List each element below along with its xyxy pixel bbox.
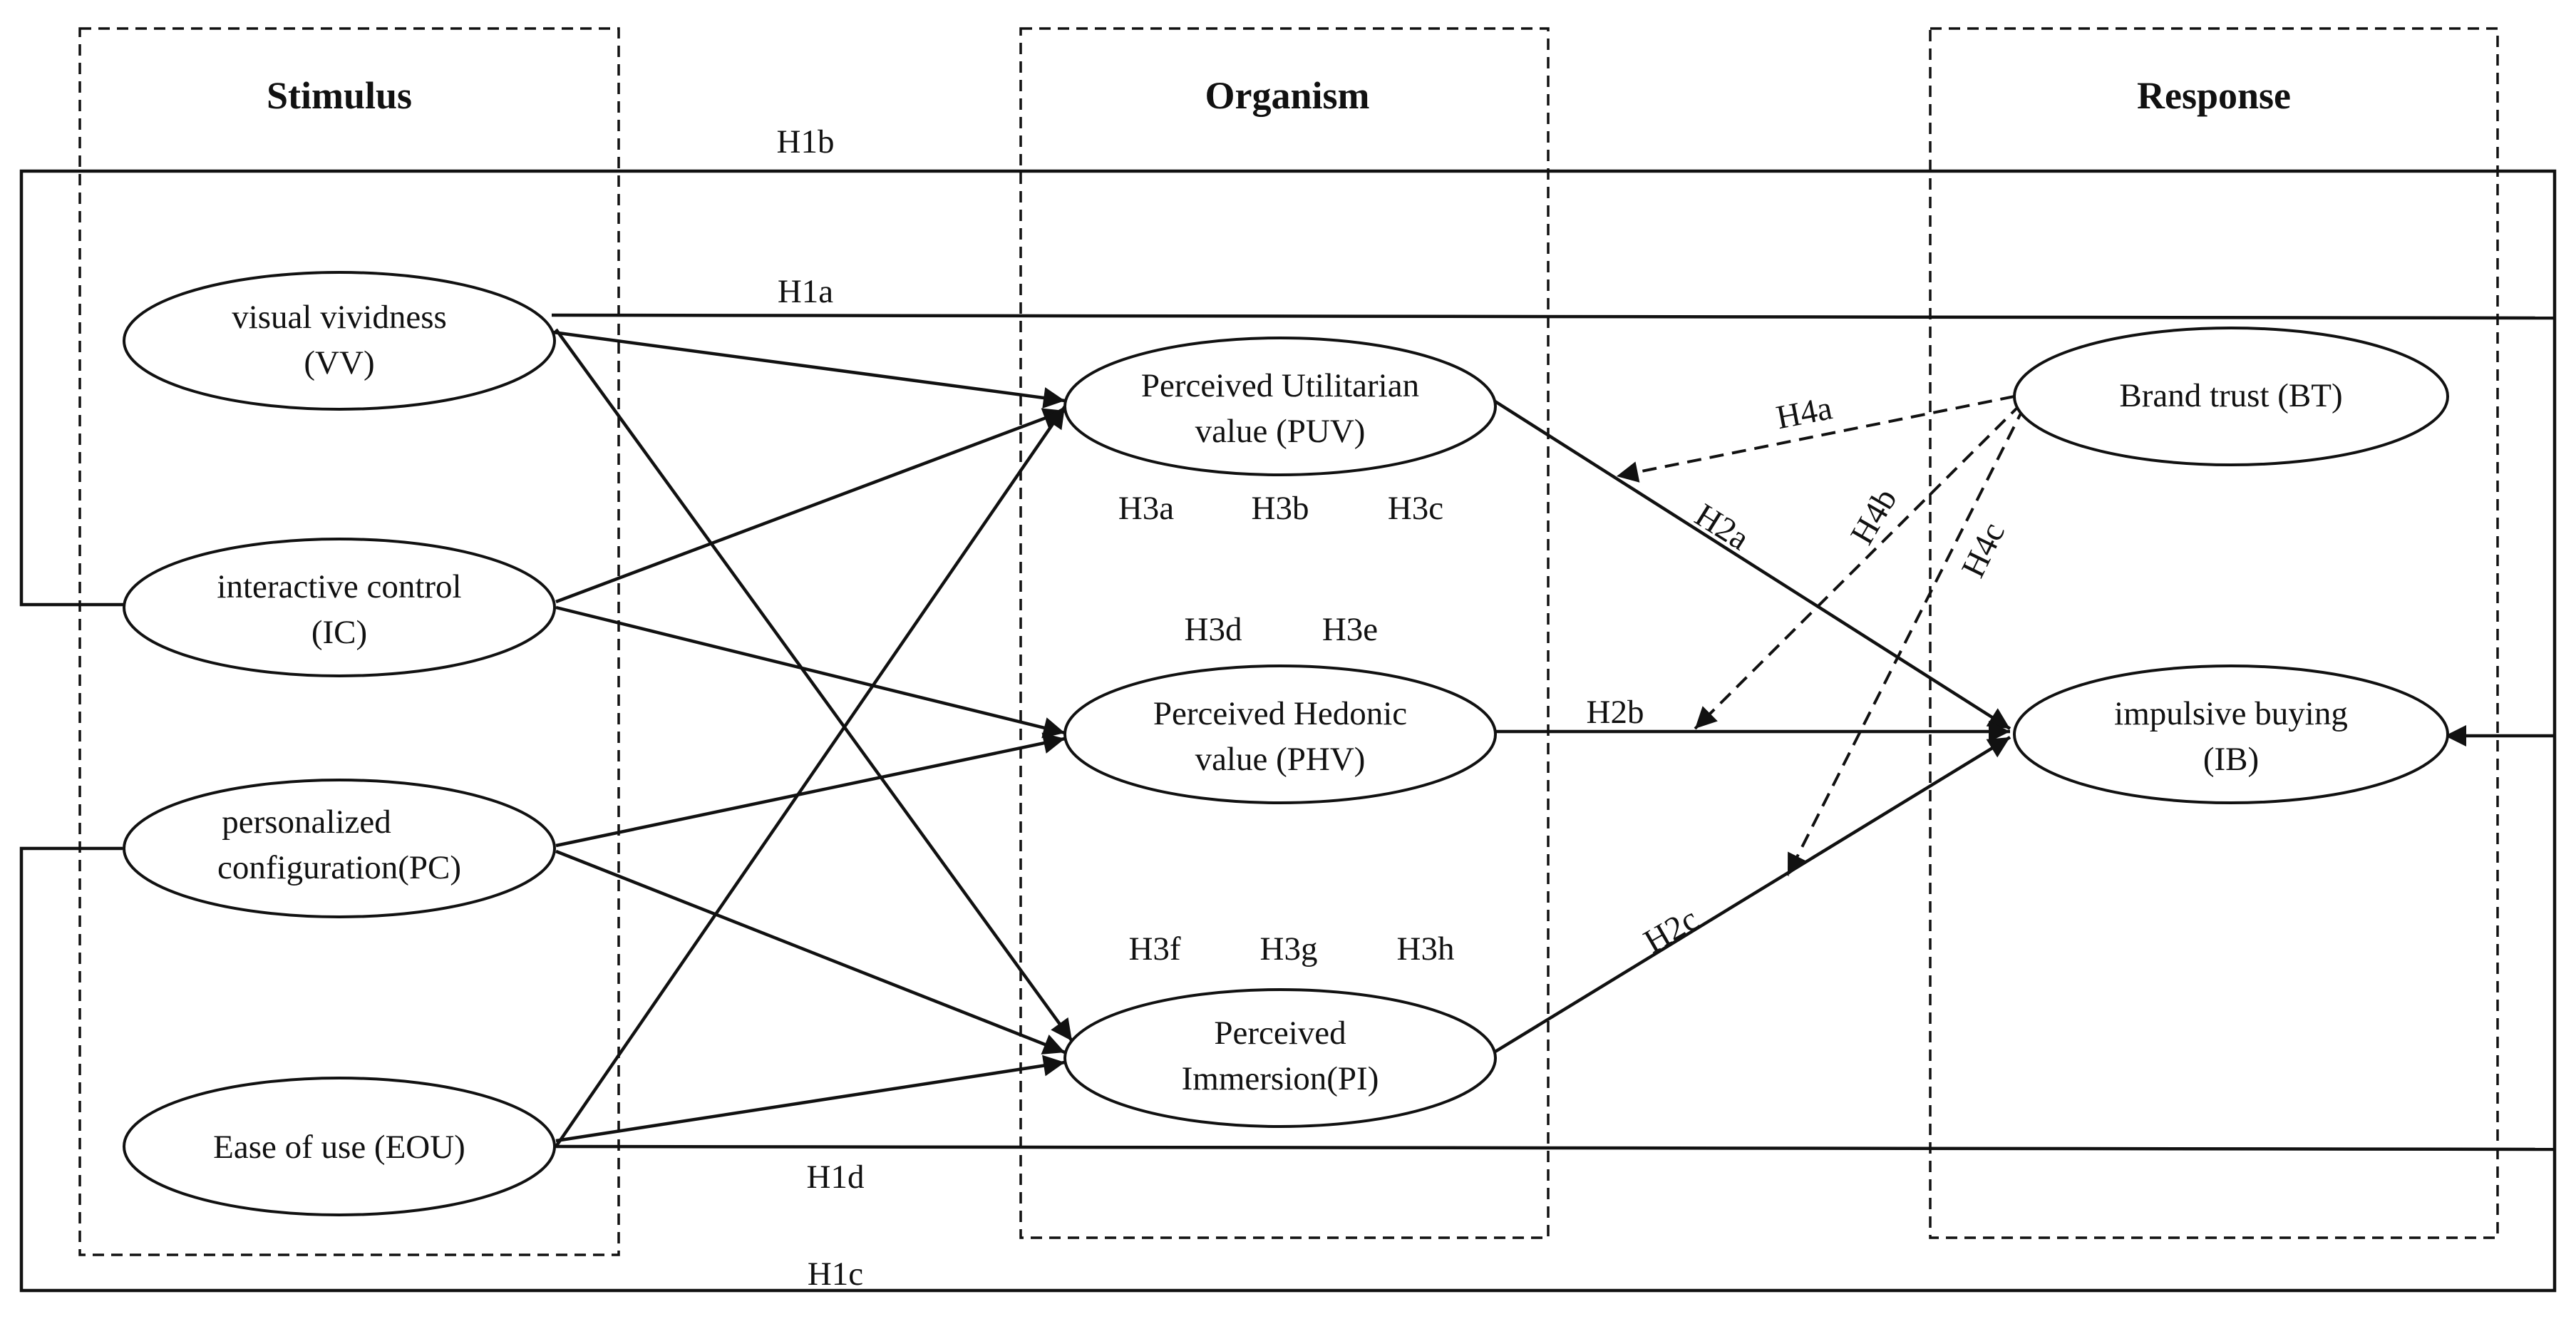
label-h2c: H2c	[1638, 900, 1705, 960]
path-h1a	[551, 313, 2555, 320]
organism-group-box	[1019, 27, 1550, 1239]
path-ic-to-phv	[555, 605, 1066, 739]
label-h3c: H3c	[1388, 490, 1443, 527]
label-h1c: H1c	[808, 1256, 863, 1293]
path-h1c	[19, 736, 2557, 1293]
node-personalized-configuration: personalized configuration(PC)	[123, 779, 556, 918]
label-h3h: H3h	[1397, 930, 1455, 968]
node-phv-line2: value (PHV)	[1195, 741, 1366, 778]
node-visual-vividness: visual vividness (VV)	[123, 271, 556, 411]
path-vv-to-puv	[552, 330, 1066, 409]
path-pc-to-pi	[555, 849, 1066, 1055]
node-bt-line1: Brand trust (BT)	[2119, 377, 2342, 414]
node-ib-line2: (IB)	[2203, 741, 2259, 778]
label-h3d: H3d	[1185, 611, 1242, 648]
node-phv-line1: Perceived Hedonic	[1153, 695, 1407, 732]
node-ib-line1: impulsive buying	[2114, 695, 2348, 732]
node-perceived-hedonic-value: Perceived Hedonic value (PHV)	[1063, 664, 1497, 804]
path-h4c-bt-to-pi-ib	[1786, 406, 2026, 876]
node-vv-line2: (VV)	[304, 344, 374, 381]
node-ic-line1: interactive control	[217, 568, 461, 605]
path-eou-to-pi	[555, 1055, 1066, 1143]
node-pc-line1: personalized	[222, 804, 391, 841]
label-h3g: H3g	[1260, 930, 1318, 968]
label-h2a: H2a	[1689, 496, 1756, 558]
node-vv-line1: visual vividness	[232, 299, 447, 336]
path-h4b-bt-to-phv-ib	[1694, 402, 2023, 730]
label-h1a: H1a	[778, 273, 833, 310]
label-h3b: H3b	[1252, 490, 1309, 527]
path-puv-to-ib	[1493, 399, 2011, 730]
label-h3f: H3f	[1128, 930, 1180, 968]
stimulus-heading: Stimulus	[267, 74, 412, 117]
label-h4a: H4a	[1773, 389, 1835, 436]
response-group-box	[1929, 27, 2499, 1239]
path-pc-to-phv	[555, 732, 1066, 848]
node-eou-line1: Ease of use (EOU)	[213, 1129, 465, 1166]
path-h1d	[552, 1144, 2555, 1151]
label-h3e: H3e	[1322, 611, 1378, 648]
node-perceived-utilitarian-value: Perceived Utilitarian value (PUV)	[1063, 337, 1497, 476]
label-h4b: H4b	[1843, 482, 1905, 550]
label-h3a: H3a	[1118, 490, 1174, 527]
response-heading: Response	[2137, 74, 2291, 117]
path-ic-to-puv	[555, 408, 1066, 604]
node-pi-line2: Immersion(PI)	[1182, 1060, 1379, 1097]
label-h1b: H1b	[777, 123, 835, 160]
path-eou-to-puv	[555, 405, 1066, 1148]
stimulus-group-box	[78, 27, 620, 1256]
node-puv-line2: value (PUV)	[1195, 413, 1366, 450]
node-ic-line2: (IC)	[311, 614, 367, 651]
node-impulsive-buying: impulsive buying (IB)	[2013, 664, 2449, 804]
node-perceived-immersion: Perceived Immersion(PI)	[1063, 988, 1497, 1128]
node-puv-line1: Perceived Utilitarian	[1141, 367, 1419, 404]
path-vv-to-pi	[555, 328, 1073, 1042]
node-interactive-control: interactive control (IC)	[123, 538, 556, 677]
path-h1b	[19, 169, 2557, 736]
label-h1d: H1d	[807, 1159, 865, 1196]
node-brand-trust: Brand trust (BT)	[2013, 327, 2449, 466]
label-h4c: H4c	[1954, 517, 2012, 583]
node-pc-line2: configuration(PC)	[217, 849, 461, 886]
path-pi-to-ib	[1493, 736, 2011, 1054]
organism-heading: Organism	[1205, 74, 1369, 117]
node-ease-of-use: Ease of use (EOU)	[123, 1077, 556, 1216]
node-pi-line1: Perceived	[1214, 1015, 1346, 1052]
label-h2b: H2b	[1587, 694, 1644, 731]
